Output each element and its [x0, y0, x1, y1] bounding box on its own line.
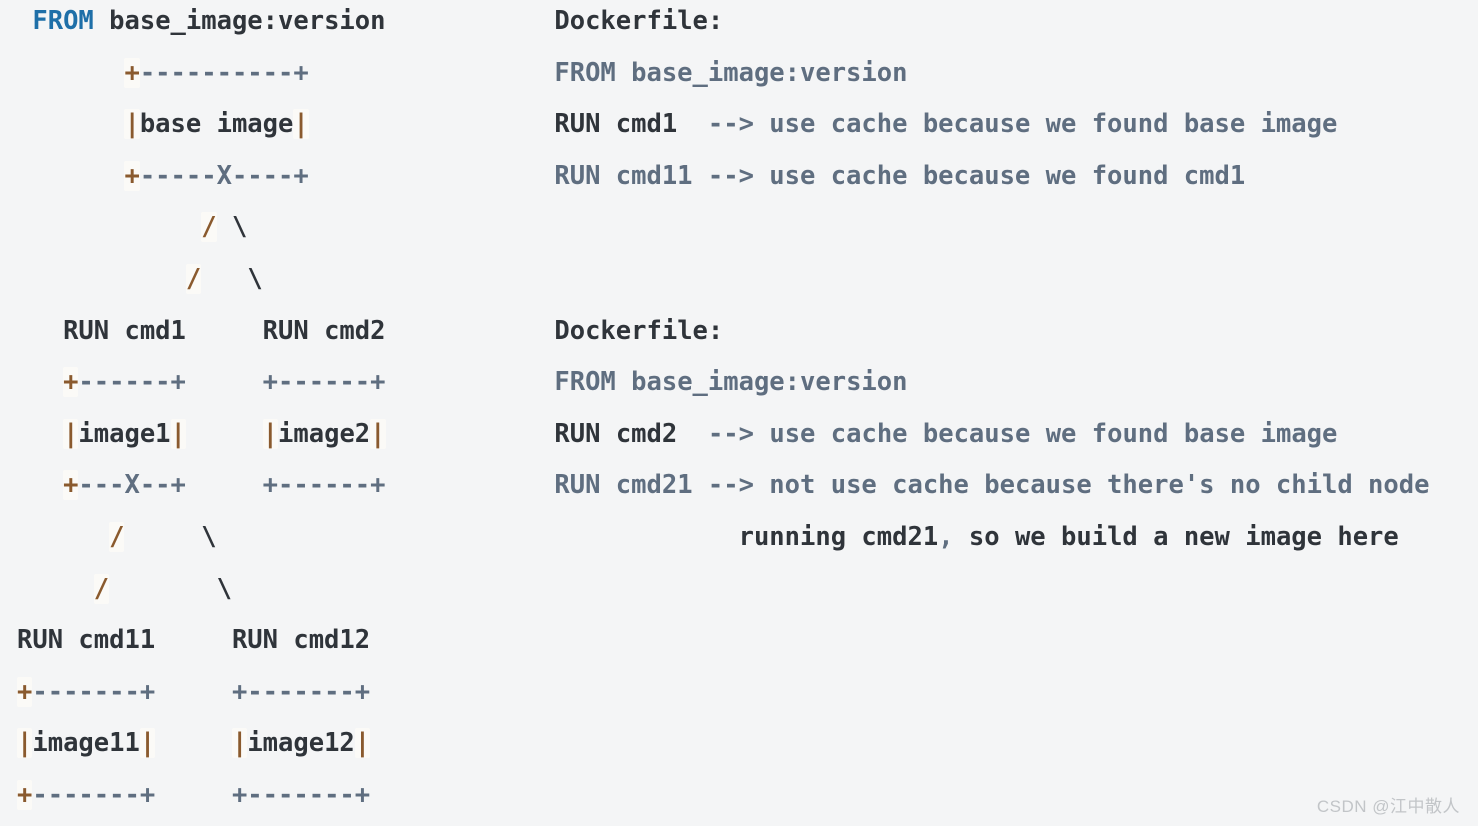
- watermark: CSDN @江中散人: [1316, 797, 1460, 816]
